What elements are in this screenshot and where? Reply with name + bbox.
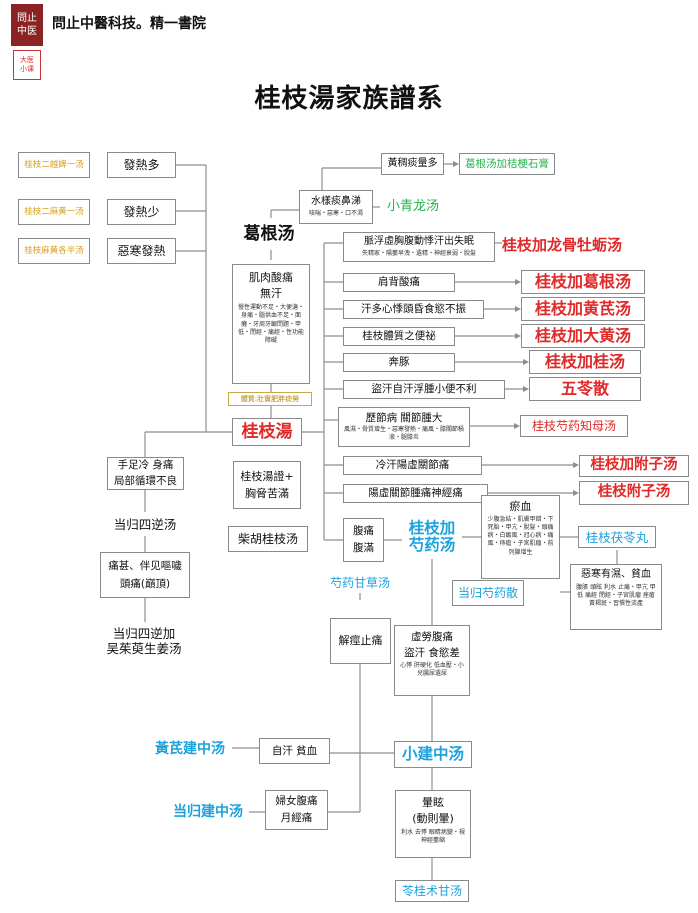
headache-line-2: 頭痛(巔頂) <box>119 577 171 590</box>
r1-condition-sub: 失精家・陽萎早洩・遺精・神經衰弱・脫髮 <box>361 249 476 257</box>
shaoyao-formula: 桂枝加芍药汤 <box>402 515 462 559</box>
wenzhi-logo: 問止 中医 <box>11 4 43 46</box>
belly-pain-line-1: 腹痛 <box>353 525 374 538</box>
logo-text-bottom: 中医 <box>17 26 37 37</box>
stasis-node: 瘀血 少腹急結・肌膚甲錯・下死胎・甲亢・脫髮・頭痛病・白癜風・冠心病・痛風・痔瘡… <box>481 495 560 579</box>
r2-formula: 桂枝加葛根汤 <box>521 270 645 294</box>
muscle-pain-sub: 無汗 <box>260 287 282 301</box>
r6-condition: 盜汗自汗浮腫小便不利 <box>343 380 505 399</box>
badge-text-top: 大医 <box>20 55 34 64</box>
gold-formula-1: 桂枝二越婢一汤 <box>18 152 90 178</box>
water-phlegm-title: 水樣痰鼻涕 <box>311 195 361 207</box>
syndrome-line-1: 桂枝湯證+ <box>240 470 294 484</box>
danggui-sini-plus-node: 当归四逆加 吴茱萸生姜汤 <box>92 622 196 660</box>
xiaoqinglong-node: 小青龙汤 <box>380 195 446 219</box>
badge-text-bottom: 小课 <box>20 65 34 73</box>
r7-formula: 桂枝芍药知母汤 <box>520 415 628 437</box>
r7-condition-sub: 風濕・骨質增生・惡寒發熱・痛風・膝關節積液・腿膝炎 <box>343 426 464 442</box>
r7-condition: 歷節病 關節腫大 風濕・骨質增生・惡寒發熱・痛風・膝關節積液・腿膝炎 <box>338 407 470 447</box>
r5-condition: 奔豚 <box>343 353 455 372</box>
danggui-sini-node: 当归四逆汤 <box>104 512 186 536</box>
belly-pain-line-2: 腹滿 <box>353 542 374 554</box>
r1-condition: 脈浮虛胸腹動悸汗出失眠 失精家・陽萎早洩・遺精・神經衰弱・脫髮 <box>343 232 495 262</box>
fuling-formula: 桂枝茯苓丸 <box>578 526 656 548</box>
r3-condition: 汗多心悸頭昏食慾不振 <box>343 300 484 319</box>
dizziness-detail: 利水 去悸 眼睛病變・視神經萎縮 <box>401 829 465 845</box>
r2-condition: 肩背酸痛 <box>343 273 455 292</box>
gold-formula-2: 桂枝二麻黄一汤 <box>18 199 90 225</box>
r4-formula: 桂枝加大黄汤 <box>521 324 645 348</box>
constitution-note: 體質:壯實肥胖痰勞 <box>228 392 312 406</box>
deficiency-node: 虛勞腹痛 盜汗 食慾差 心悸 肝硬化 低血壓・小兒腸尿遺尿 <box>394 625 470 696</box>
xiaojianzhong-formula: 小建中汤 <box>394 741 472 768</box>
cold-limbs-node: 手足冷 身痛 局部循環不良 <box>107 457 184 490</box>
danggui-jianzhong-formula: 当归建中汤 <box>167 800 249 824</box>
cold-damp-node: 惡寒有濕、貧血 腹脹 頭眩 利水 止痛・甲亢 甲低 痛經 閉經・子宮肌瘤 痤瘡 … <box>570 564 662 630</box>
belly-pain-node: 腹痛 腹滿 <box>343 518 384 562</box>
aversion-node: 惡寒發熱 <box>107 238 176 264</box>
r8-condition: 冷汗陽虛關節痛 <box>343 456 482 475</box>
danggui-shaoyao-formula: 当归芍药散 <box>452 580 524 606</box>
headache-node: 痛甚、伴见嘔噦 頭痛(巔頂) <box>100 552 190 598</box>
cold-limbs-line-1: 手足冷 身痛 <box>117 459 174 472</box>
fever-less-node: 發熱少 <box>107 199 176 225</box>
gegen-node: 葛根汤 <box>236 218 302 250</box>
linggui-formula: 苓桂术甘汤 <box>395 880 469 902</box>
yellow-phlegm-node: 黃稠痰量多 <box>381 153 444 175</box>
spasm-node: 解痙止痛 <box>330 618 391 664</box>
daxiaoke-badge: 大医 小课 <box>13 50 41 80</box>
r9-formula: 桂枝附子汤 <box>579 481 689 505</box>
r7-condition-text: 歷節病 關節腫大 <box>365 411 443 424</box>
deficiency-detail: 心悸 肝硬化 低血壓・小兒腸尿遺尿 <box>400 662 464 678</box>
women-pain-node: 婦女腹痛 月經痛 <box>265 790 328 830</box>
r1-formula: 桂枝加龙骨牡蛎汤 <box>502 236 623 254</box>
gold-formula-3: 桂枝麻黄各半汤 <box>18 238 90 264</box>
r5-formula: 桂枝加桂汤 <box>529 350 641 374</box>
dizziness-line-2: (動則暈) <box>412 812 454 826</box>
r6-formula: 五苓散 <box>529 377 641 401</box>
cold-damp-title: 惡寒有濕、貧血 <box>581 569 651 580</box>
water-phlegm-node: 水樣痰鼻涕 咳喘・惡寒・口不渴 <box>299 190 373 224</box>
r1-condition-text: 脈浮虛胸腹動悸汗出失眠 <box>364 235 474 247</box>
muscle-pain-detail: 慢性運動不足・大便溏・身痛・腦供血不足・面癱・牙周牙齦問題・甲低・閉經・痛經・性… <box>238 304 305 344</box>
r8-formula: 桂枝加附子汤 <box>579 455 689 477</box>
diagram-title: 桂枝湯家族譜系 <box>254 84 444 114</box>
org-title: 問止中醫科技。精一書院 <box>52 16 206 32</box>
fever-more-node: 發熱多 <box>107 152 176 178</box>
chaihu-syndrome-node: 桂枝湯證+ 胸脅苦滿 <box>233 461 301 509</box>
r4-condition: 桂枝體質之便祕 <box>343 327 455 346</box>
muscle-pain-node: 肌肉酸痛 無汗 慢性運動不足・大便溏・身痛・腦供血不足・面癱・牙周牙齦問題・甲低… <box>232 264 310 384</box>
gegen-plus-node: 葛根汤加桔梗石膏 <box>459 153 555 175</box>
cold-damp-detail: 腹脹 頭眩 利水 止痛・甲亢 甲低 痛經 閉經・子宮肌瘤 痤瘡 黃褐斑・習慣性流… <box>576 584 656 608</box>
danggui-sini-plus-line-2: 吴茱萸生姜汤 <box>106 641 182 656</box>
dizziness-node: 暈眩 (動則暈) 利水 去悸 眼睛病變・視神經萎縮 <box>395 790 471 858</box>
danggui-sini-plus-line-1: 当归四逆加 <box>112 626 176 641</box>
r9-condition: 陽虛關節腫痛神經痛 <box>343 484 488 503</box>
stasis-detail: 少腹急結・肌膚甲錯・下死胎・甲亢・脫髮・頭痛病・白癜風・冠心病・痛風・痔瘡・子宮… <box>487 516 554 556</box>
dizziness-line-1: 暈眩 <box>422 796 444 809</box>
deficiency-line-2: 盜汗 食慾差 <box>404 646 460 659</box>
shaoyao-gancao-formula: 芍药甘草汤 <box>321 573 399 593</box>
huangqi-formula: 黃芪建中汤 <box>148 737 232 761</box>
cold-limbs-line-2: 局部循環不良 <box>114 475 177 487</box>
water-phlegm-sub: 咳喘・惡寒・口不渴 <box>308 209 363 217</box>
stasis-title: 瘀血 <box>509 500 532 513</box>
chaihu-guizhi-node: 柴胡桂枝汤 <box>228 526 308 552</box>
muscle-pain-title: 肌肉酸痛 <box>249 271 293 284</box>
r3-formula: 桂枝加黄芪汤 <box>521 297 645 321</box>
syndrome-line-2: 胸脅苦滿 <box>245 486 289 500</box>
women-pain-line-2: 月經痛 <box>280 812 313 824</box>
deficiency-line-1: 虛勞腹痛 <box>411 631 453 643</box>
women-pain-line-1: 婦女腹痛 <box>275 795 318 808</box>
sweat-anemia-node: 自汗 貧血 <box>259 738 330 764</box>
logo-text-top: 問止 <box>17 13 37 24</box>
guizhi-tang-center: 桂枝湯 <box>232 418 302 446</box>
headache-line-1: 痛甚、伴见嘔噦 <box>108 559 182 572</box>
